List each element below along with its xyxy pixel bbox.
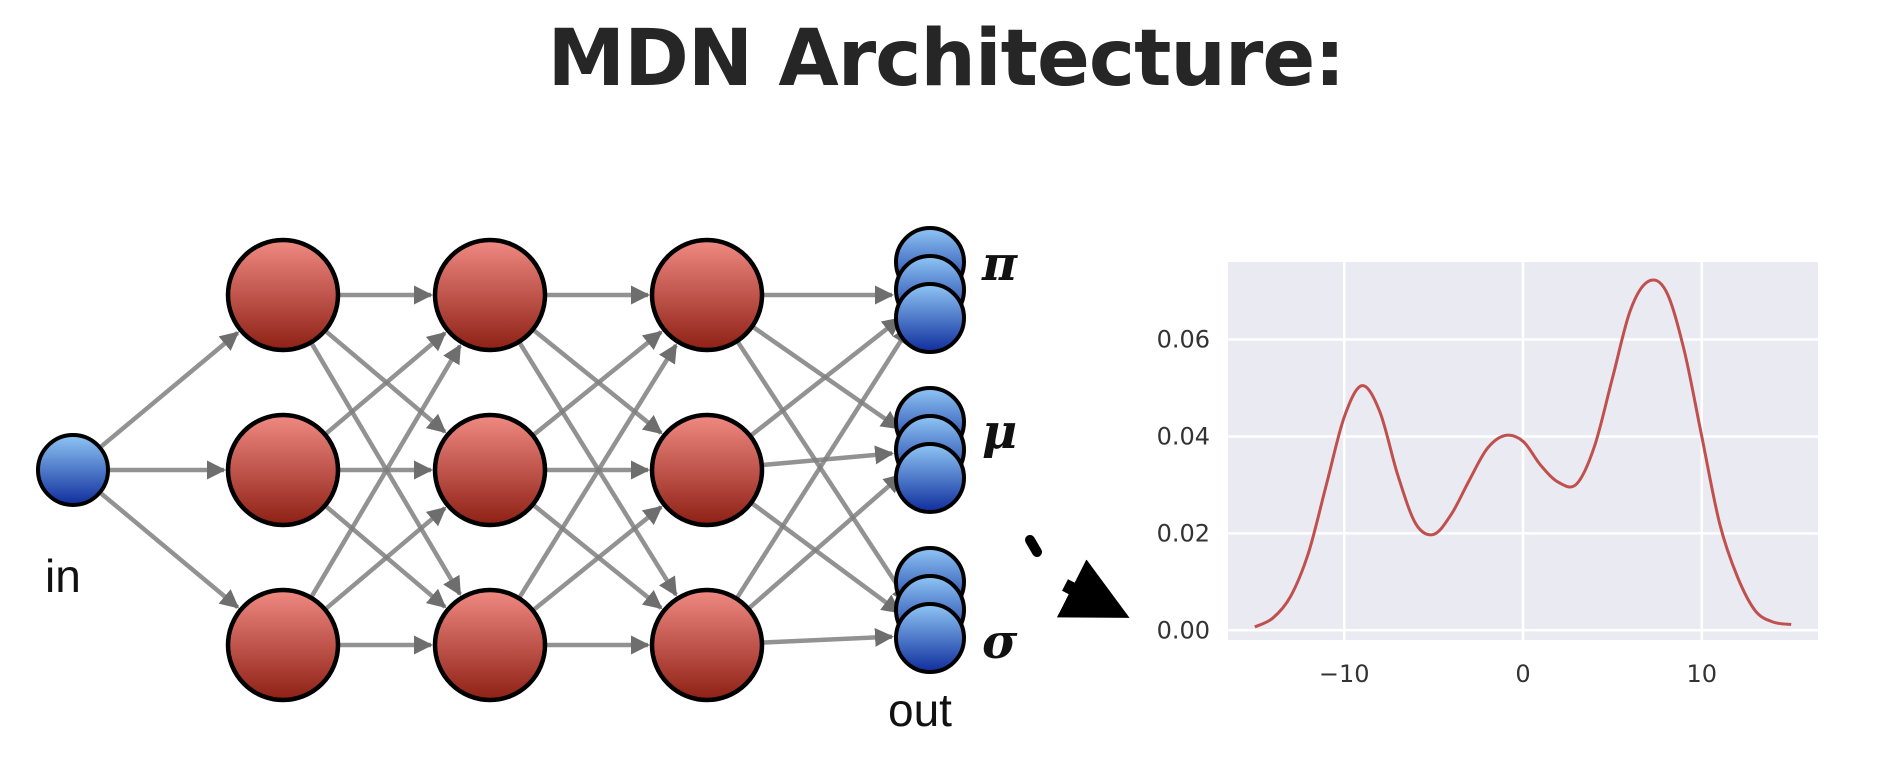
hidden-neuron-l2-2 [432,412,548,528]
x-tick-label: −10 [1319,660,1370,688]
connection-l1-2-l2-0 [310,344,462,598]
input-neuron [36,433,110,507]
y-tick-label: 0.02 [1157,519,1210,547]
pi-label: π [981,236,1018,292]
density-curve [1254,278,1792,629]
x-axis-ticks: −10 0 10 [1319,660,1717,688]
mu-label: μ [982,404,1017,460]
sigma-label: σ [982,614,1018,670]
mixture-density-plot: −10 0 10 0.00 0.02 0.04 0.06 [1157,262,1818,688]
hidden-neuron-l3-2 [649,412,765,528]
connection-l3-2-out-1 [748,473,903,610]
connection-l2-2-l3-0 [518,343,678,598]
y-axis-ticks: 0.00 0.02 0.04 0.06 [1157,326,1210,645]
network-connections [99,285,912,655]
output-neuron-mu-3 [894,442,966,514]
connection-l3-0-out-2 [736,341,912,605]
connection-l1-2-l2-1 [325,506,447,610]
network-nodes [36,226,966,703]
x-tick-label: 10 [1687,660,1718,688]
hidden-neuron-l1-3 [225,587,341,703]
connection-l2-2-l3-1 [532,505,663,611]
connection-l3-1-out-0 [750,316,902,437]
hidden-neuron-l2-3 [432,587,548,703]
y-tick-label: 0.04 [1157,422,1210,450]
hidden-neuron-l1-1 [225,237,341,353]
y-tick-label: 0.06 [1157,326,1210,354]
output-label: out [888,684,952,736]
arrow-to-distribution [1056,559,1130,618]
y-tick-label: 0.00 [1157,616,1210,644]
hidden-neuron-l1-2 [225,412,341,528]
page-title: MDN Architecture: [547,14,1346,104]
mixture-arrow [1025,535,1130,618]
connection-l3-2-out-2 [763,628,894,647]
connection-l2-1-l3-0 [532,330,663,436]
hidden-neuron-l2-1 [432,237,548,353]
connection-l3-2-out-0 [735,325,912,599]
output-neuron-sigma-3 [894,602,966,674]
connection-l1-1-l2-0 [325,331,447,435]
connection-in-l1-0 [99,331,240,449]
arrow-tick [1025,535,1042,557]
output-neuron-pi-3 [894,282,966,354]
plot-grid [1228,262,1818,640]
x-tick-label: 0 [1515,660,1530,688]
input-label: in [45,550,81,602]
hidden-neuron-l3-3 [649,587,765,703]
neural-network-diagram: in out π μ σ [36,226,1018,736]
hidden-neuron-l3-1 [649,237,765,353]
connection-in-l1-2 [99,491,240,609]
connection-l3-1-out-2 [751,502,901,615]
